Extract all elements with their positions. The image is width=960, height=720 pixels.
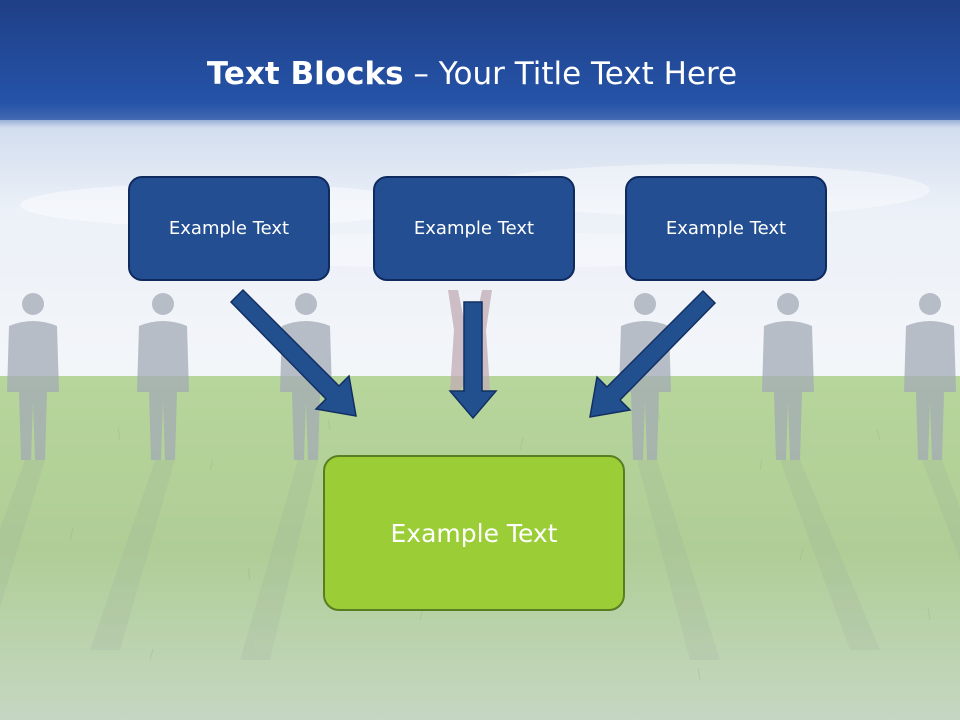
text-block-top-center-label: Example Text bbox=[413, 218, 535, 239]
text-block-bottom-label: Example Text bbox=[390, 518, 558, 548]
text-block-top-right-label: Example Text bbox=[665, 218, 787, 239]
text-block-top-left: Example Text bbox=[128, 176, 330, 281]
person-silhouette-icon bbox=[904, 293, 956, 460]
text-block-top-left-label: Example Text bbox=[168, 218, 290, 239]
text-block-bottom: Example Text bbox=[323, 455, 625, 611]
title-rest-part: Your Title Text Here bbox=[438, 56, 738, 92]
text-block-top-center: Example Text bbox=[373, 176, 575, 281]
text-block-top-right: Example Text bbox=[625, 176, 827, 281]
title-bold-part: Text Blocks bbox=[206, 56, 404, 92]
title-band bbox=[0, 0, 960, 128]
person-silhouette-icon bbox=[7, 293, 59, 460]
slide-title: Text Blocks – Your Title Text Here bbox=[0, 52, 944, 96]
people-shadows bbox=[0, 460, 960, 660]
person-silhouette-icon bbox=[137, 293, 189, 460]
title-dash: – bbox=[403, 56, 439, 92]
person-silhouette-icon bbox=[762, 293, 814, 460]
